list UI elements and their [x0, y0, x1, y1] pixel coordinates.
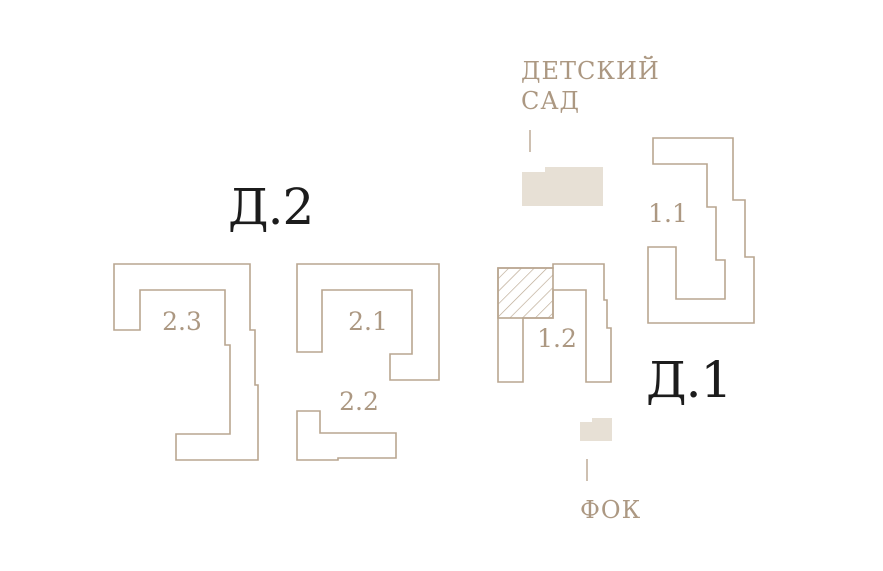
- kindergarten-label-line2: САД: [521, 87, 580, 115]
- building-1-1[interactable]: 1.1: [647, 137, 755, 324]
- building-1-2[interactable]: 1.2: [497, 263, 612, 383]
- building-label-1-2: 1.2: [537, 324, 577, 353]
- building-2-1[interactable]: 2.1: [296, 263, 440, 381]
- building-label-1-1: 1.1: [648, 199, 688, 228]
- district-label-d2: Д.2: [228, 178, 313, 236]
- building-2-2[interactable]: 2.2: [296, 387, 397, 461]
- building-label-2-2: 2.2: [339, 387, 379, 416]
- building-2-3-outline: [113, 263, 259, 461]
- building-2-1-outline: [296, 263, 440, 381]
- kindergarten-block: [522, 167, 603, 206]
- sports-center-block: [580, 418, 612, 441]
- kindergarten[interactable]: ДЕТСКИЙ САД: [521, 55, 660, 206]
- kindergarten-label-line1: ДЕТСКИЙ: [521, 55, 660, 85]
- building-1-1-outline: [647, 137, 755, 324]
- sports-center-label: ФОК: [580, 496, 641, 524]
- building-2-3[interactable]: 2.3: [113, 263, 259, 461]
- district-label-d1: Д.1: [646, 351, 731, 409]
- building-label-2-3: 2.3: [162, 307, 202, 336]
- building-label-2-1: 2.1: [348, 307, 388, 336]
- building-1-2-outline: [497, 263, 612, 383]
- building-2-2-outline: [296, 410, 397, 461]
- building-1-2-hatched-section: [497, 267, 554, 319]
- sports-center[interactable]: ФОК: [580, 418, 641, 524]
